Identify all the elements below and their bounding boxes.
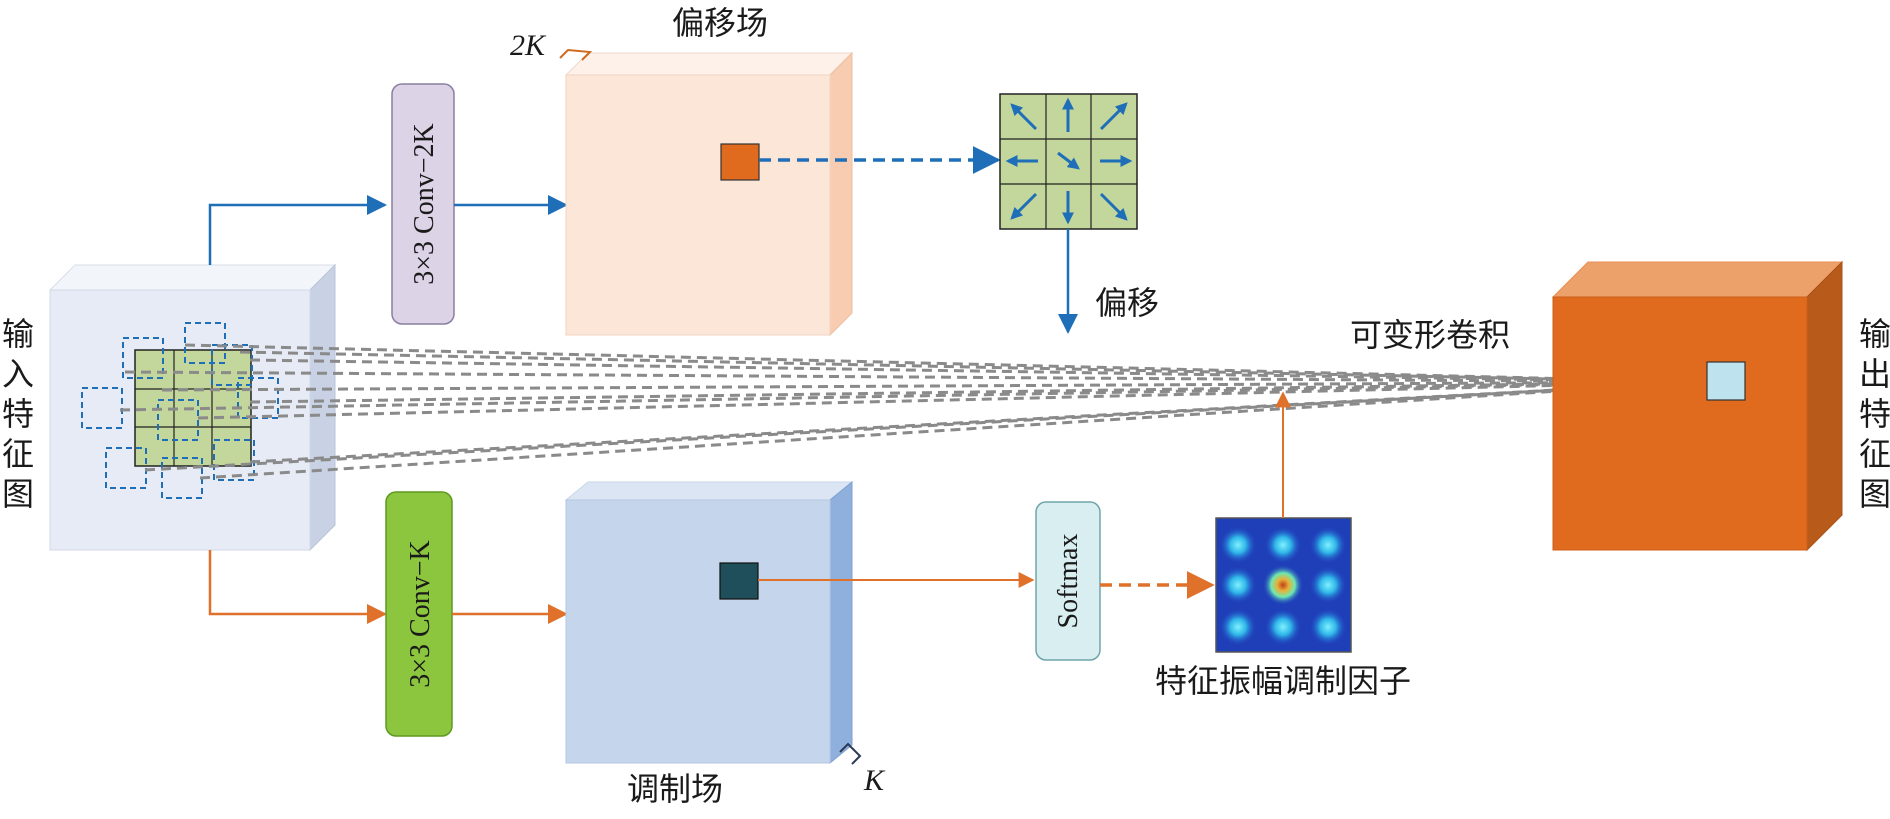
svg-text:征: 征 [1859,435,1890,473]
conv-top-box: 3×3 Conv−2K [391,83,455,325]
sampling-lines [119,343,1701,480]
offset-arrow-up-right-icon [1099,102,1128,131]
svg-text:入: 入 [2,355,34,393]
offset-field-pixel [720,143,760,181]
output-feature-map-label: 输 出 特 征 图 [1859,315,1890,513]
svg-text:特: 特 [2,395,34,433]
modulation-field-cube [564,480,854,765]
svg-text:图: 图 [1859,475,1890,513]
offset-field-dim-label: 2K [510,29,547,62]
offset-arrow-down-right-corner-icon [1099,192,1128,221]
deformed-sample-boxes [81,322,279,499]
offset-arrow-up-left-icon [1010,103,1038,131]
svg-text:图: 图 [2,475,34,513]
conv-bottom-box: 3×3 Conv−K [385,491,453,737]
offset-field-dim-bracket [559,48,593,61]
modulation-field-dim-bracket [839,742,862,765]
offset-arrow-down-right-icon [1057,151,1080,170]
output-pixel [1706,361,1746,401]
modulation-field-label: 调制场 [627,770,723,808]
conv-top-label: 3×3 Conv−2K [409,123,440,284]
softmax-label: Softmax [1053,534,1084,629]
offset-arrow-down-left-icon [1010,192,1038,220]
deformable-conv-label: 可变形卷积 [1350,316,1510,354]
arrow-input-to-conv-bottom [208,550,387,624]
modulation-field-dim-label: K [863,764,886,797]
offset-field-cube [564,51,854,337]
amplitude-heatmap [1215,517,1352,653]
svg-text:输: 输 [2,315,34,353]
svg-text:征: 征 [2,435,34,473]
conv-bottom-label: 3×3 Conv−K [405,540,436,687]
svg-text:输: 输 [1859,315,1890,353]
svg-text:出: 出 [1859,355,1890,393]
offset-label: 偏移 [1095,284,1159,322]
arrow-input-to-conv-top [208,195,387,265]
amplitude-factor-label: 特征振幅调制因子 [1155,662,1411,700]
softmax-box: Softmax [1035,501,1101,661]
offset-arrows [1005,97,1133,225]
svg-text:特: 特 [1859,395,1890,433]
input-feature-map-label: 输 入 特 征 图 [2,315,34,513]
output-feature-map-cube [1551,260,1844,552]
modulation-field-pixel [719,562,759,600]
offset-field-label: 偏移场 [672,4,768,42]
